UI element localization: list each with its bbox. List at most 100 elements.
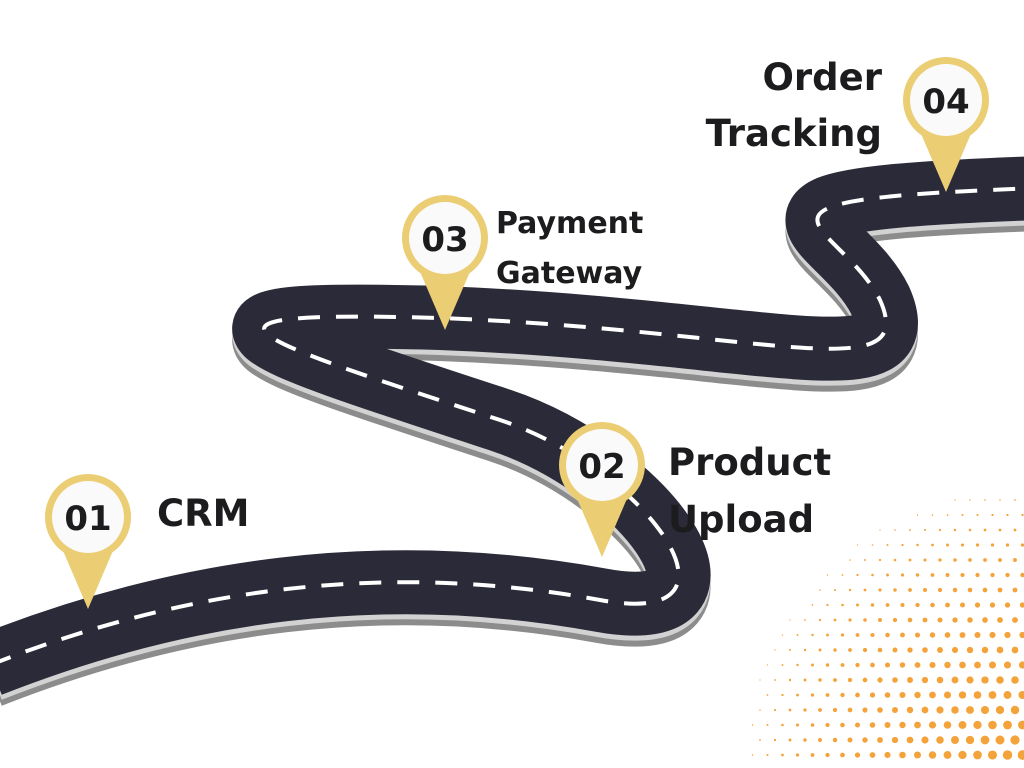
halftone-dot <box>887 544 889 546</box>
halftone-dot <box>870 663 875 668</box>
halftone-dot <box>811 664 814 667</box>
label-line: Tracking <box>706 106 882 162</box>
halftone-dot <box>976 514 978 516</box>
halftone-dot <box>879 529 880 530</box>
halftone-dot <box>857 544 858 545</box>
halftone-dot <box>886 603 890 607</box>
halftone-dot <box>849 559 851 561</box>
halftone-dot <box>929 751 936 758</box>
halftone-dot <box>1019 691 1024 699</box>
halftone-dot <box>1004 632 1010 638</box>
halftone-dot <box>936 706 943 713</box>
halftone-dot <box>944 691 951 698</box>
halftone-dot <box>997 617 1003 623</box>
halftone-dot <box>827 574 828 575</box>
halftone-dot <box>840 753 845 758</box>
halftone-dot <box>804 619 806 621</box>
halftone-dot <box>833 708 837 712</box>
milestone-label-03: Payment Gateway <box>496 199 643 298</box>
halftone-dot <box>862 737 867 742</box>
halftone-dot <box>984 529 987 532</box>
halftone-dot <box>1020 573 1024 577</box>
halftone-dot <box>930 603 935 608</box>
halftone-dot <box>945 632 951 638</box>
halftone-dot <box>917 514 918 515</box>
halftone-dot <box>884 752 890 758</box>
halftone-dot <box>781 724 784 727</box>
halftone-dot <box>797 634 799 636</box>
halftone-dot <box>819 589 821 591</box>
halftone-dot <box>796 664 798 666</box>
halftone-dot <box>944 751 952 759</box>
halftone-dot <box>804 649 806 651</box>
halftone-dot <box>1006 514 1008 516</box>
halftone-dot <box>900 662 905 667</box>
label-line: CRM <box>157 492 249 536</box>
halftone-dot <box>855 752 860 757</box>
halftone-dot <box>929 662 935 668</box>
halftone-dot <box>1019 661 1024 668</box>
halftone-dot <box>915 662 921 668</box>
halftone-dot <box>990 573 994 577</box>
halftone-dot <box>870 692 875 697</box>
halftone-dot <box>818 708 822 712</box>
halftone-dot <box>1013 588 1018 593</box>
halftone-dot <box>901 573 904 576</box>
halftone-dot <box>774 679 776 681</box>
milestone-label-02: Product Upload <box>668 434 831 549</box>
halftone-dot <box>997 647 1004 654</box>
halftone-dot <box>789 709 792 712</box>
halftone-dot <box>974 691 982 699</box>
halftone-dot <box>1006 543 1009 546</box>
halftone-dot <box>893 648 898 653</box>
halftone-dot <box>855 722 860 727</box>
halftone-dot <box>899 752 906 759</box>
halftone-dot <box>877 737 883 743</box>
halftone-dot <box>947 514 949 516</box>
halftone-dot <box>899 722 905 728</box>
halftone-dot <box>983 588 988 593</box>
halftone-dot <box>752 754 754 756</box>
halftone-dot <box>976 543 979 546</box>
pin-number: 04 <box>922 82 969 122</box>
halftone-dot <box>834 619 837 622</box>
halftone-dot <box>1014 529 1017 532</box>
halftone-dot <box>855 693 860 698</box>
halftone-dot <box>973 751 982 760</box>
halftone-dot <box>759 739 761 741</box>
halftone-dot <box>819 619 821 621</box>
halftone-dot <box>937 647 943 653</box>
halftone-dot <box>966 676 973 683</box>
halftone-dot <box>989 662 996 669</box>
halftone-dot <box>863 678 868 683</box>
halftone-dot <box>833 648 836 651</box>
halftone-dot <box>870 722 876 728</box>
halftone-dot <box>885 662 890 667</box>
halftone-dot <box>841 663 845 667</box>
halftone-dot <box>916 573 919 576</box>
halftone-dot <box>931 573 935 577</box>
halftone-dot <box>893 588 896 591</box>
halftone-dot <box>908 618 913 623</box>
halftone-dot <box>848 708 853 713</box>
halftone-dot <box>923 618 928 623</box>
pin-number: 02 <box>578 447 625 487</box>
halftone-dot <box>936 736 944 744</box>
halftone-dot <box>954 529 956 531</box>
halftone-dot <box>909 529 911 531</box>
halftone-dot <box>893 618 897 622</box>
halftone-dot <box>954 499 955 500</box>
halftone-dot <box>974 632 980 638</box>
halftone-dot <box>900 692 906 698</box>
halftone-dot <box>789 739 792 742</box>
halftone-dot <box>937 677 944 684</box>
halftone-dot <box>938 558 941 561</box>
halftone-dot <box>782 664 784 666</box>
halftone-dot <box>864 589 867 592</box>
halftone-dot <box>960 573 964 577</box>
halftone-dot <box>924 529 926 531</box>
halftone-dot <box>945 603 950 608</box>
halftone-dot <box>885 633 889 637</box>
halftone-dot <box>872 544 874 546</box>
halftone-dot <box>1019 632 1024 638</box>
